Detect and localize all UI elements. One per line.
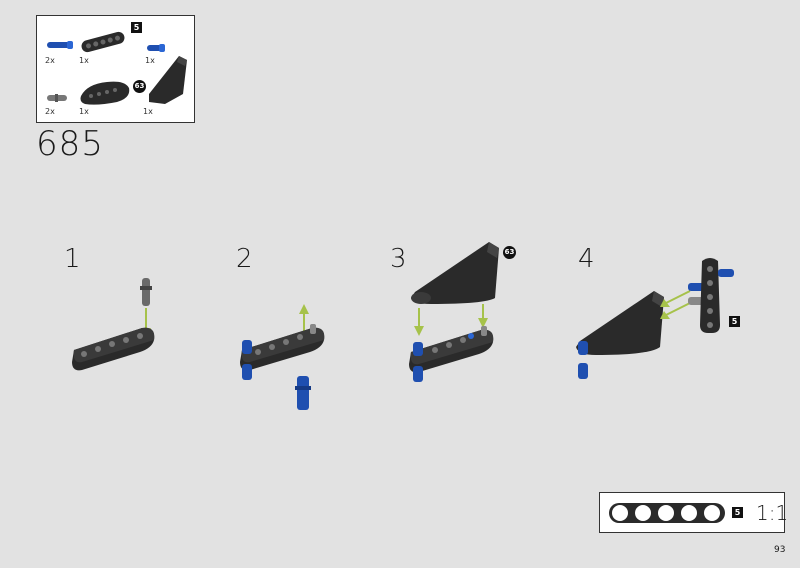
part-qty: 1x xyxy=(79,107,89,116)
page-step-number: 685 xyxy=(36,124,104,164)
black-fairing-icon xyxy=(149,56,187,104)
step1-illustration xyxy=(72,278,155,371)
beam-scale-icon xyxy=(609,503,725,523)
beam-length-badge: 5 xyxy=(729,316,740,327)
blue-axle-pin-icon xyxy=(47,41,73,49)
parts-list-box: 2x 5 1x 1x 2x 1x 63 1x xyxy=(36,15,195,123)
part-qty: 2x xyxy=(45,56,55,65)
scale-reference-box: 5 1:1 xyxy=(599,492,789,533)
part-qty: 2x xyxy=(45,107,55,116)
part-qty: 1x xyxy=(79,56,89,65)
sub-step-number: 1 xyxy=(64,244,81,274)
step4-illustration xyxy=(576,258,734,379)
page-number: 93 xyxy=(774,545,786,555)
part-qty: 1x xyxy=(143,107,153,116)
fairing-id-badge: 63 xyxy=(133,80,146,93)
black-curved-panel-icon xyxy=(80,81,130,105)
part-qty: 1x xyxy=(145,56,155,65)
scale-beam-badge: 5 xyxy=(732,507,743,518)
grey-pin-icon xyxy=(47,94,67,102)
black-beam-icon xyxy=(81,31,125,53)
sub-step-number: 4 xyxy=(578,244,595,274)
step2-illustration xyxy=(240,304,325,410)
sub-step-number: 2 xyxy=(236,244,253,274)
blue-short-pin-icon xyxy=(147,44,165,52)
sub-step-number: 3 xyxy=(390,244,407,274)
beam-length-badge: 5 xyxy=(131,22,142,33)
fairing-callout-badge: 63 xyxy=(503,246,516,259)
scale-label: 1:1 xyxy=(756,501,789,525)
step3-illustration xyxy=(409,242,499,382)
